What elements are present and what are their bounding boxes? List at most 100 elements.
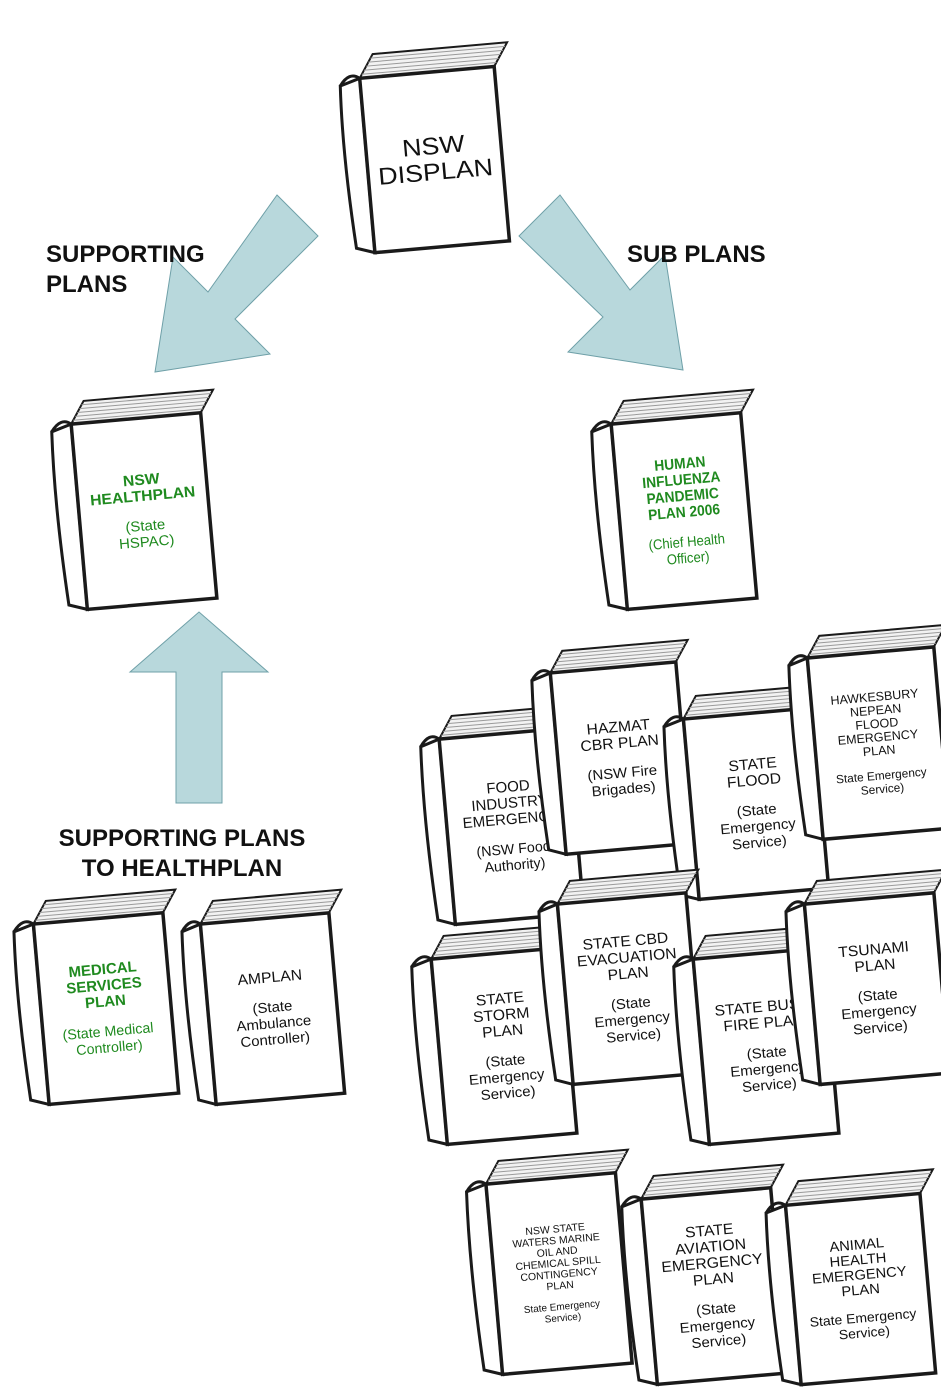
book-page-line [809,642,936,655]
book-cover [357,64,512,255]
book-page-line [202,908,331,921]
book-agency-line: Emergency [720,816,797,838]
book-title-line: PLAN 2006 [648,501,721,524]
book-title-line: NSW [401,131,466,163]
book-agency-line: (State [610,995,651,1014]
book-cover [31,910,181,1107]
book-spine [464,1181,505,1377]
book-title-line: PLAN [607,964,649,984]
book-page-line [206,900,336,914]
book-cover [198,910,347,1107]
book-page-line [613,408,743,421]
book-page-line [81,392,212,406]
book-agency-line: Emergency [841,1001,918,1023]
book-agency-line: HSPAC) [118,533,175,553]
book-agency-line: (State [125,517,166,536]
book-agency-line: Service) [480,1084,536,1104]
book-title-line: HUMAN [654,454,707,475]
book-page-line [787,1189,923,1202]
books-layer: NSWDISPLANNSWHEALTHPLAN(StateHSPAC)HUMAN… [12,41,941,1387]
book-title-line: NEPEAN [849,701,901,719]
book-page-line [813,635,940,648]
book-spine [50,421,90,612]
book-title-line: FLOOD [726,770,781,791]
book-title-line: FLOOD [855,715,899,733]
book-page-line [79,396,209,410]
book-cover [69,410,219,612]
book-spine [537,901,575,1087]
book-page-line [563,880,693,894]
book-agency-line: Controller) [76,1037,144,1059]
book-agency-line: (State [857,987,898,1006]
book-page-line [554,654,680,667]
book-page-line [496,1152,626,1166]
book-page-line [558,646,684,659]
book-page-line [204,904,334,917]
book-agency-line: Officer) [666,548,710,567]
book-hawkesbury: HAWKESBURYNEPEANFLOODEMERGENCYPLANState … [787,623,941,842]
book-title-line: PLAN [84,992,126,1012]
book-agency-line: Emergency [594,1009,671,1031]
book-title-line: STATE [728,754,778,775]
book-title-line: TSUNAMI [838,939,910,962]
book-agency-line: Service) [860,780,905,798]
book-title-line: NSW [122,471,161,491]
book-title-line: STATE [684,1221,734,1242]
book-spine [419,736,458,927]
book-page-line [368,49,503,63]
book-text: HAWKESBURYNEPEANFLOODEMERGENCYPLANState … [830,686,927,798]
book-page-line [363,57,499,71]
book-agency-line: Emergency [730,1059,807,1081]
book-cover [805,645,941,842]
headings-layer: SUPPORTING PLANS SUB PLANS SUPPORTING PL… [46,241,766,882]
book-page-line [617,400,747,414]
book-page-line [561,884,691,897]
book-agency-line: Service) [852,1018,908,1038]
book-title-line: ANIMAL [829,1235,885,1255]
book-agency-line: (NSW Food [476,838,552,860]
book-spine [672,956,712,1147]
book-title-line: MEDICAL [68,958,138,981]
book-agency-line: (State Medical [62,1020,154,1044]
book-agency-line: Service) [606,1026,662,1046]
book-page-line [37,904,168,917]
book-text: STATEAVIATIONEMERGENCYPLAN(StateEmergenc… [661,1221,763,1352]
arrows-layer [128,194,684,804]
book-title-line: HAZMAT [586,716,651,738]
book-page-line [647,1175,777,1189]
book-agency-line: Service) [731,833,787,853]
book-page-line [621,392,752,406]
book-page-line [619,396,749,410]
book-page-line [73,408,203,421]
book-page-line [817,628,941,641]
book-agency-line: (Chief Health [648,531,726,553]
book-spine [530,670,568,857]
book-agency-line: Service) [691,1332,747,1352]
book-title-line: STATE [475,989,525,1010]
book-agency-line: Emergency [468,1067,545,1089]
book-page-line [815,631,941,644]
book-title-line: HEALTH [829,1250,887,1271]
book-page-line [806,888,936,901]
book-title-line: SERVICES [66,974,143,998]
book-page-line [560,643,686,656]
book-page-line [556,650,682,663]
book-title-line: INDUSTRY [471,792,549,816]
book-title-line: INFLUENZA [642,469,722,492]
book-page-line [490,1164,620,1177]
book-title-line: FOOD [486,777,531,798]
arrow-to-sub-plans [518,194,684,371]
book-page-line [808,884,939,897]
book-page-line [41,896,172,910]
